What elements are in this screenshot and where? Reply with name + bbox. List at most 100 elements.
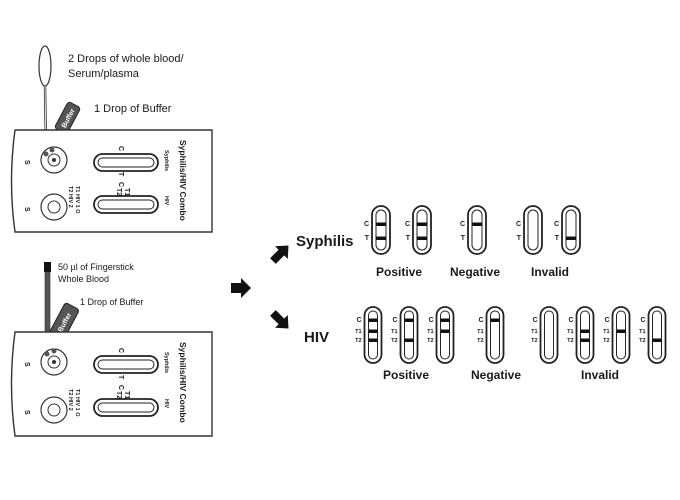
top-step: 2 Drops of whole blood/ Serum/plasma 1 D… <box>10 45 213 233</box>
strip-line-label: T2 <box>477 338 483 344</box>
strip-band-c <box>417 222 427 226</box>
strip-line-label: C <box>516 221 521 228</box>
cassette-title-bottom: Syphilis/HIV Combo <box>178 342 188 423</box>
strip-band-c <box>472 222 482 226</box>
svg-text:T1 HIV 1 O: T1 HIV 1 O <box>74 389 80 417</box>
svg-text:C: C <box>117 146 124 151</box>
svg-text:HIV: HIV <box>163 399 169 409</box>
hiv-result-strips: CT1T2CT1T2CT1T2PositiveCT1T2NegativeCT1T… <box>355 306 667 382</box>
strip-line-label: T <box>555 235 560 242</box>
strip-line-label: T1 <box>427 329 433 335</box>
syphilis-strip: CT <box>516 205 543 255</box>
svg-text:S: S <box>23 207 30 212</box>
strip-line-label: C <box>405 221 410 228</box>
buffer-text-bottom: 1 Drop of Buffer <box>80 297 143 307</box>
capillary-tube-icon <box>44 262 51 343</box>
test-cassette-top: S S C T C T1 T2 T1 HIV 1 O T2 HIV 2 Syph… <box>10 129 213 233</box>
strip-line-label: C <box>532 317 537 324</box>
svg-text:T1: T1 <box>123 391 130 399</box>
strip-band-t2 <box>404 338 414 342</box>
strip-line-label: T2 <box>639 338 645 344</box>
arrow-down-right-icon <box>270 310 289 329</box>
strip-band-t1 <box>580 329 590 333</box>
strip-line-label: C <box>428 317 433 324</box>
strip-band-t <box>376 236 386 240</box>
svg-text:C: C <box>117 385 124 390</box>
strip-line-label: T1 <box>639 329 645 335</box>
svg-text:T1: T1 <box>123 188 130 196</box>
svg-text:T2: T2 <box>115 391 122 399</box>
strip-line-label: T2 <box>603 338 609 344</box>
svg-text:C: C <box>117 182 124 187</box>
syphilis-group-label: Negative <box>450 265 500 279</box>
drops-text-line-2: Serum/plasma <box>68 68 140 80</box>
strip-line-label: T1 <box>567 329 573 335</box>
drops-text-line-1: 2 Drops of whole blood/ <box>68 53 185 65</box>
arrow-up-right-icon <box>270 245 289 264</box>
strip-band-t1 <box>616 329 626 333</box>
strip-line-label: T2 <box>427 338 433 344</box>
syphilis-strip: CT <box>460 205 487 255</box>
bottom-step: 50 µl of Fingerstick Whole Blood 1 Drop … <box>10 262 213 437</box>
strip-band-t1 <box>440 329 450 333</box>
test-cassette-bottom: S S C T C T1 T2 T1 HIV 1 O T2 HIV 2 Syph… <box>10 331 213 437</box>
strip-line-label: C <box>460 221 465 228</box>
svg-text:T2 HIV 2: T2 HIV 2 <box>67 186 73 208</box>
strip-line-label: C <box>364 221 369 228</box>
strip-line-label: T2 <box>355 338 361 344</box>
strip-line-label: C <box>604 317 609 324</box>
strip-line-label: T1 <box>603 329 609 335</box>
strip-line-label: C <box>640 317 645 324</box>
svg-text:S: S <box>23 362 30 367</box>
svg-text:HIV: HIV <box>163 196 169 206</box>
svg-text:Syphilis: Syphilis <box>163 352 169 373</box>
svg-text:T2 HIV 2: T2 HIV 2 <box>67 389 73 411</box>
fingerstick-text-line-2: Whole Blood <box>58 274 109 284</box>
hiv-group-label: Negative <box>471 368 521 382</box>
strip-band-c <box>368 318 378 322</box>
fingerstick-text-line-1: 50 µl of Fingerstick <box>58 262 134 272</box>
hiv-title: HIV <box>304 329 329 346</box>
buffer-text: 1 Drop of Buffer <box>94 103 172 115</box>
strip-line-label: T2 <box>531 338 537 344</box>
strip-line-label: T1 <box>477 329 483 335</box>
syphilis-strip: CT <box>554 205 581 255</box>
strip-band-t2 <box>652 338 662 342</box>
strip-line-label: C <box>554 221 559 228</box>
strip-line-label: T <box>461 235 466 242</box>
strip-line-label: T <box>365 235 370 242</box>
arrow-right-icon <box>231 278 251 298</box>
syphilis-group-label: Positive <box>376 265 422 279</box>
svg-text:T1 HIV 1 O: T1 HIV 1 O <box>74 186 80 214</box>
strip-line-label: T <box>517 235 522 242</box>
strip-band-c <box>404 318 414 322</box>
syphilis-strip: CT <box>405 205 432 255</box>
strip-line-label: C <box>568 317 573 324</box>
strip-line-label: C <box>478 317 483 324</box>
strip-line-label: C <box>356 317 361 324</box>
strip-band-c <box>490 318 500 322</box>
strip-band-t1 <box>368 329 378 333</box>
svg-text:C: C <box>117 348 124 353</box>
strip-line-label: C <box>392 317 397 324</box>
svg-text:S: S <box>23 160 30 165</box>
hiv-group-label: Invalid <box>581 368 619 382</box>
strip-line-label: T1 <box>391 329 397 335</box>
strip-band-t2 <box>368 338 378 342</box>
syphilis-title: Syphilis <box>296 233 354 250</box>
svg-text:T: T <box>117 375 124 380</box>
strip-line-label: T2 <box>391 338 397 344</box>
svg-text:Syphilis: Syphilis <box>163 150 169 171</box>
svg-text:T2: T2 <box>115 188 122 196</box>
strip-band-t <box>566 236 576 240</box>
cassette-title: Syphilis/HIV Combo <box>178 140 188 221</box>
svg-text:T: T <box>117 172 124 177</box>
